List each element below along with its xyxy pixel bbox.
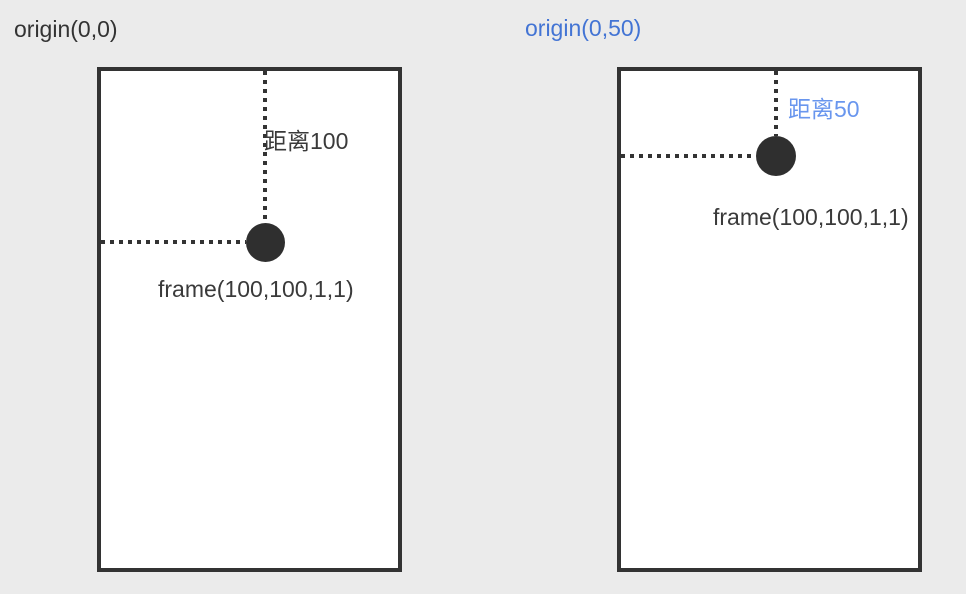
vertical-dotted-line <box>263 71 267 223</box>
diagram-panel-origin-0-50: 距离50 frame(100,100,1,1) <box>617 67 922 572</box>
frame-label: frame(100,100,1,1) <box>713 204 909 230</box>
origin-label-left: origin(0,0) <box>14 16 118 42</box>
frame-label: frame(100,100,1,1) <box>158 276 354 302</box>
distance-label: 距离100 <box>264 128 349 154</box>
horizontal-dotted-line <box>621 154 756 158</box>
origin-point-dot <box>246 223 285 262</box>
origin-label-right: origin(0,50) <box>525 15 642 41</box>
origin-point-dot <box>756 136 796 176</box>
diagram-panel-origin-0-0: 距离100 frame(100,100,1,1) <box>97 67 402 572</box>
distance-label: 距离50 <box>788 96 860 122</box>
vertical-dotted-line <box>774 71 778 136</box>
horizontal-dotted-line <box>101 240 246 244</box>
